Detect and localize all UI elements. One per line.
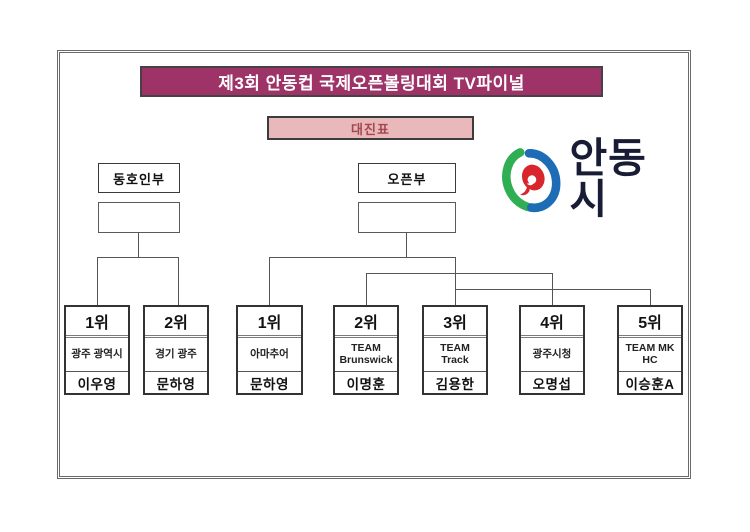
- entry-box-open-3: 3위 TEAM Track 김용한: [422, 305, 488, 395]
- entry-rank: 1위: [257, 315, 282, 332]
- entry-player: 문하영: [250, 376, 289, 392]
- connector-line: [366, 273, 553, 274]
- entry-team: TEAM Track: [424, 335, 486, 372]
- entry-box-open-4: 4위 광주시청 오명섭: [519, 305, 585, 395]
- connector-line: [138, 232, 139, 257]
- entry-team: 아마추어: [238, 335, 301, 372]
- entry-team: TEAM Brunswick: [335, 335, 397, 372]
- entry-player: 문하영: [156, 376, 196, 392]
- andong-city-logo-text: 안동시: [569, 135, 647, 222]
- entry-box-open-2: 2위 TEAM Brunswick 이명훈: [333, 305, 399, 395]
- entry-rank: 4위: [540, 315, 564, 332]
- entry-team: 경기 광주: [145, 335, 207, 372]
- andong-city-logo: 안동시: [498, 138, 683, 220]
- entry-rank: 2위: [164, 315, 188, 332]
- entry-rank: 5위: [638, 315, 662, 332]
- entry-box-club-2: 2위 경기 광주 문하영: [143, 305, 209, 395]
- entry-rank: 1위: [85, 315, 109, 332]
- andong-city-swirl-icon: [502, 148, 561, 213]
- entry-team: 광주시청: [521, 335, 583, 372]
- connector-line: [366, 273, 367, 306]
- connector-line: [178, 257, 179, 306]
- connector-line: [406, 232, 407, 257]
- entry-rank: 3위: [443, 315, 467, 332]
- entry-box-club-1: 1위 광주 광역시 이우영: [64, 305, 130, 395]
- entry-player: 이명훈: [346, 376, 386, 392]
- connector-line: [455, 289, 651, 290]
- page-title: 제3회 안동컵 국제오픈볼링대회 TV파이널: [140, 66, 603, 97]
- connector-line: [650, 289, 651, 306]
- connector-line: [455, 257, 456, 306]
- bracket-label: 대진표: [267, 116, 474, 140]
- division-header-open: 오픈부: [358, 163, 456, 193]
- entry-box-open-1: 1위 아마추어 문하영: [236, 305, 303, 395]
- entry-player: 오명섭: [532, 376, 572, 392]
- final-winner-slot-club: [98, 202, 180, 233]
- entry-player: 이승훈A: [625, 376, 675, 392]
- entry-rank: 2위: [354, 315, 378, 332]
- connector-line: [269, 257, 456, 258]
- connector-line: [97, 257, 98, 306]
- entry-team: 광주 광역시: [66, 335, 128, 372]
- division-header-club: 동호인부: [98, 163, 180, 193]
- entry-player: 이우영: [77, 376, 117, 392]
- final-winner-slot-open: [358, 202, 456, 233]
- entry-team: TEAM MK HC: [619, 335, 681, 372]
- entry-box-open-5: 5위 TEAM MK HC 이승훈A: [617, 305, 683, 395]
- outer-frame: [57, 50, 691, 479]
- connector-line: [269, 257, 270, 306]
- entry-player: 김용한: [435, 376, 475, 392]
- connector-line: [97, 257, 179, 258]
